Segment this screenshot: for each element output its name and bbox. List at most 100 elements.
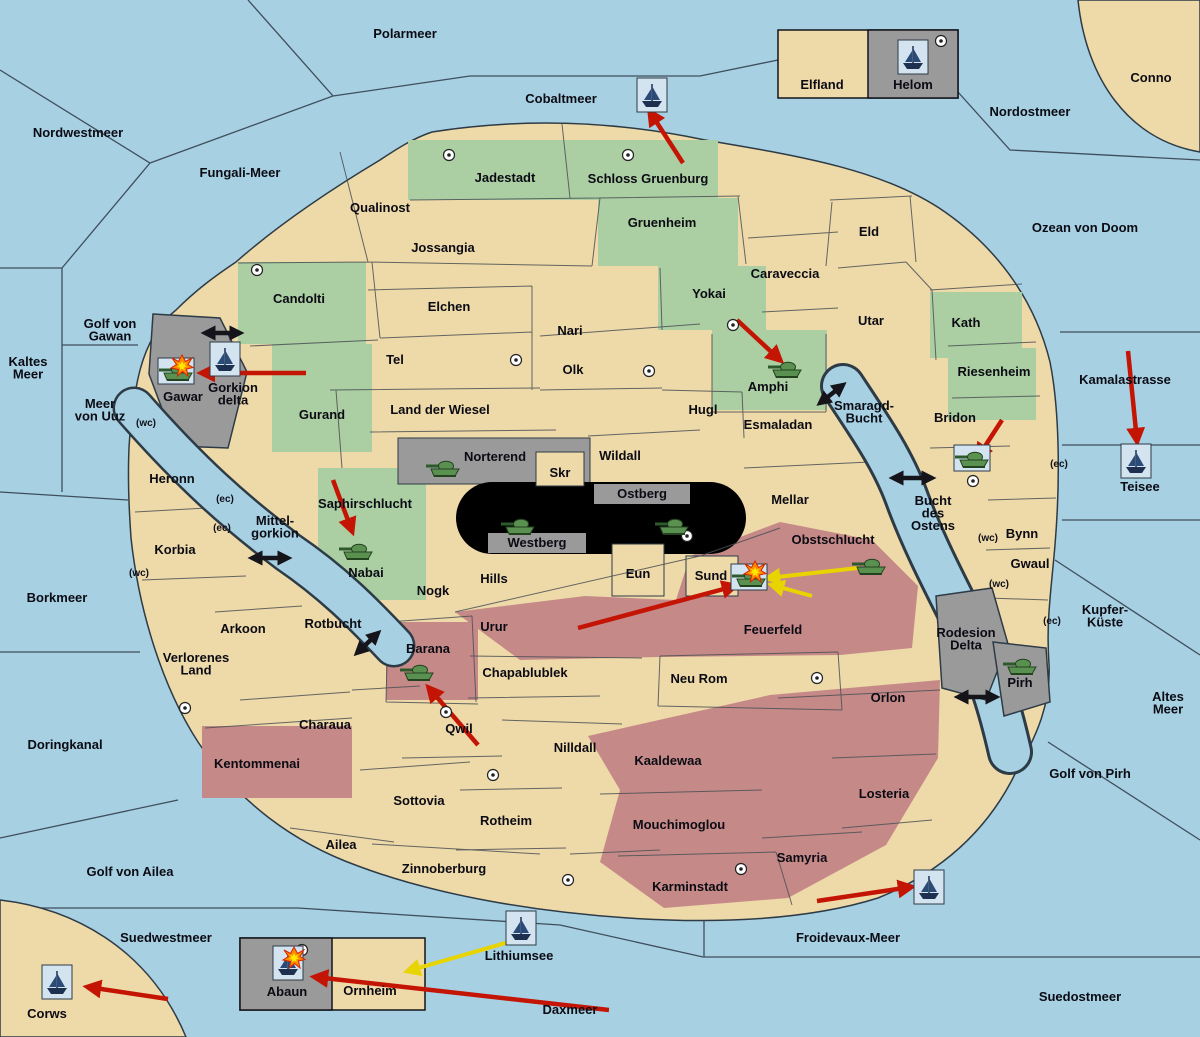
tank-unit[interactable] (730, 560, 768, 591)
territory-label-bynn[interactable]: Bynn (1006, 526, 1039, 541)
territory-label-eld[interactable]: Eld (859, 224, 879, 239)
territory-skr-shape[interactable] (535, 451, 585, 487)
territory-label-land-der-wiesel[interactable]: Land der Wiesel (390, 402, 490, 417)
territory-label-nabai[interactable]: Nabai (348, 565, 383, 580)
sea-label-nordostmeer[interactable]: Nordostmeer (990, 104, 1071, 119)
territory-label-bridon[interactable]: Bridon (934, 410, 976, 425)
territory-label-jossangia[interactable]: Jossangia (411, 240, 475, 255)
territory-label-abaun[interactable]: Abaun (267, 984, 308, 999)
ship-unit[interactable] (1120, 443, 1152, 479)
sea-label-kupfer-k-ste[interactable]: Kupfer-Küste (1082, 602, 1128, 630)
territory-label-obstschlucht[interactable]: Obstschlucht (791, 532, 875, 547)
territory-label-sund[interactable]: Sund (695, 568, 728, 583)
ship-unit[interactable] (897, 39, 929, 75)
territory-label-candolti[interactable]: Candolti (273, 291, 325, 306)
territory-label-skr[interactable]: Skr (550, 465, 571, 480)
territory-label-eun[interactable]: Eun (626, 566, 651, 581)
territory-label-tel[interactable]: Tel (386, 352, 404, 367)
tank-unit[interactable] (157, 354, 195, 385)
territory-label-charaua[interactable]: Charaua (299, 717, 352, 732)
territory-label-sottovia[interactable]: Sottovia (393, 793, 445, 808)
territory-label-neu-rom[interactable]: Neu Rom (670, 671, 727, 686)
sea-label-suedwestmeer[interactable]: Suedwestmeer (120, 930, 212, 945)
ship-unit[interactable] (636, 77, 668, 113)
sea-label-golf-von-pirh[interactable]: Golf von Pirh (1049, 766, 1131, 781)
sea-label-cobaltmeer[interactable]: Cobaltmeer (525, 91, 597, 106)
territory-label-gruenheim[interactable]: Gruenheim (628, 215, 697, 230)
territory-label-elchen[interactable]: Elchen (428, 299, 471, 314)
sea-label-lithiumsee[interactable]: Lithiumsee (485, 948, 554, 963)
territory-conno-shape[interactable] (1077, 0, 1200, 153)
sea-label-rotbucht[interactable]: Rotbucht (304, 616, 362, 631)
territory-label-schloss-gruenburg[interactable]: Schloss Gruenburg (588, 171, 709, 186)
sea-label-nordwestmeer[interactable]: Nordwestmeer (33, 125, 123, 140)
territory-label-losteria[interactable]: Losteria (859, 786, 910, 801)
territory-label-nilldall[interactable]: Nilldall (554, 740, 597, 755)
sea-label-corws[interactable]: Corws (27, 1006, 67, 1021)
territory-label-korbia[interactable]: Korbia (154, 542, 196, 557)
territory-label-ailea[interactable]: Ailea (325, 837, 357, 852)
territory-label-jadestadt[interactable]: Jadestadt (475, 170, 536, 185)
territory-label-kentommenai[interactable]: Kentommenai (214, 756, 300, 771)
territory-label-kath[interactable]: Kath (952, 315, 981, 330)
sea-label-polarmeer[interactable]: Polarmeer (373, 26, 437, 41)
territory-label-pirh[interactable]: Pirh (1007, 675, 1032, 690)
sea-label-doringkanal[interactable]: Doringkanal (27, 737, 102, 752)
territory-label-norterend[interactable]: Norterend (464, 449, 526, 464)
territory-label-zinnoberburg[interactable]: Zinnoberburg (402, 861, 487, 876)
territory-label-amphi[interactable]: Amphi (748, 379, 788, 394)
sea-label-golf-von-ailea[interactable]: Golf von Ailea (87, 864, 175, 879)
territory-label-karminstadt[interactable]: Karminstadt (652, 879, 729, 894)
territory-label-conno[interactable]: Conno (1130, 70, 1171, 85)
ship-unit[interactable] (272, 945, 306, 981)
ship-unit[interactable] (209, 341, 241, 377)
territory-label-helom[interactable]: Helom (893, 77, 933, 92)
territory-label-qualinost[interactable]: Qualinost (350, 200, 411, 215)
territory-label-gurand[interactable]: Gurand (299, 407, 345, 422)
territory-label-mouchimoglou[interactable]: Mouchimoglou (633, 817, 725, 832)
ship-unit[interactable] (913, 869, 945, 905)
sea-label-suedostmeer[interactable]: Suedostmeer (1039, 989, 1121, 1004)
ship-unit[interactable] (505, 910, 537, 946)
territory-label-chapablublek[interactable]: Chapablublek (482, 665, 568, 680)
territory-label-westberg[interactable]: Westberg (508, 535, 567, 550)
sea-label-fungali-meer[interactable]: Fungali-Meer (200, 165, 281, 180)
territory-label-ostberg[interactable]: Ostberg (617, 486, 667, 501)
territory-label-qwil[interactable]: Qwil (445, 721, 472, 736)
territory-label-heronn[interactable]: Heronn (149, 471, 195, 486)
territory-corws-shape[interactable] (0, 899, 187, 1037)
territory-label-wildall[interactable]: Wildall (599, 448, 641, 463)
sea-label-borkmeer[interactable]: Borkmeer (27, 590, 88, 605)
territory-label-urur[interactable]: Urur (480, 619, 507, 634)
ship-unit[interactable] (41, 964, 73, 1000)
sea-label-teisee[interactable]: Teisee (1120, 479, 1160, 494)
territory-label-gwaul[interactable]: Gwaul (1010, 556, 1049, 571)
territory-label-olk[interactable]: Olk (563, 362, 585, 377)
territory-label-nari[interactable]: Nari (557, 323, 582, 338)
territory-label-kaaldewaa[interactable]: Kaaldewaa (634, 753, 702, 768)
sea-label-ozean-von-doom[interactable]: Ozean von Doom (1032, 220, 1138, 235)
sea-label-froidevaux-meer[interactable]: Froidevaux-Meer (796, 930, 900, 945)
territory-label-hugl[interactable]: Hugl (689, 402, 718, 417)
territory-label-yokai[interactable]: Yokai (692, 286, 726, 301)
territory-label-hills[interactable]: Hills (480, 571, 507, 586)
territory-label-samyria[interactable]: Samyria (777, 850, 828, 865)
territory-label-saphirschlucht[interactable]: Saphirschlucht (318, 496, 413, 511)
sea-label-mittel-gorkion[interactable]: Mittel-gorkion (251, 513, 299, 541)
territory-label-barana[interactable]: Barana (406, 641, 451, 656)
territory-label-elfland[interactable]: Elfland (800, 77, 843, 92)
sea-label-kamalastrasse[interactable]: Kamalastrasse (1079, 372, 1171, 387)
territory-label-rotheim[interactable]: Rotheim (480, 813, 532, 828)
territory-label-utar[interactable]: Utar (858, 313, 884, 328)
territory-label-ornheim[interactable]: Ornheim (343, 983, 396, 998)
tank-unit[interactable] (953, 444, 991, 472)
territory-label-arkoon[interactable]: Arkoon (220, 621, 266, 636)
